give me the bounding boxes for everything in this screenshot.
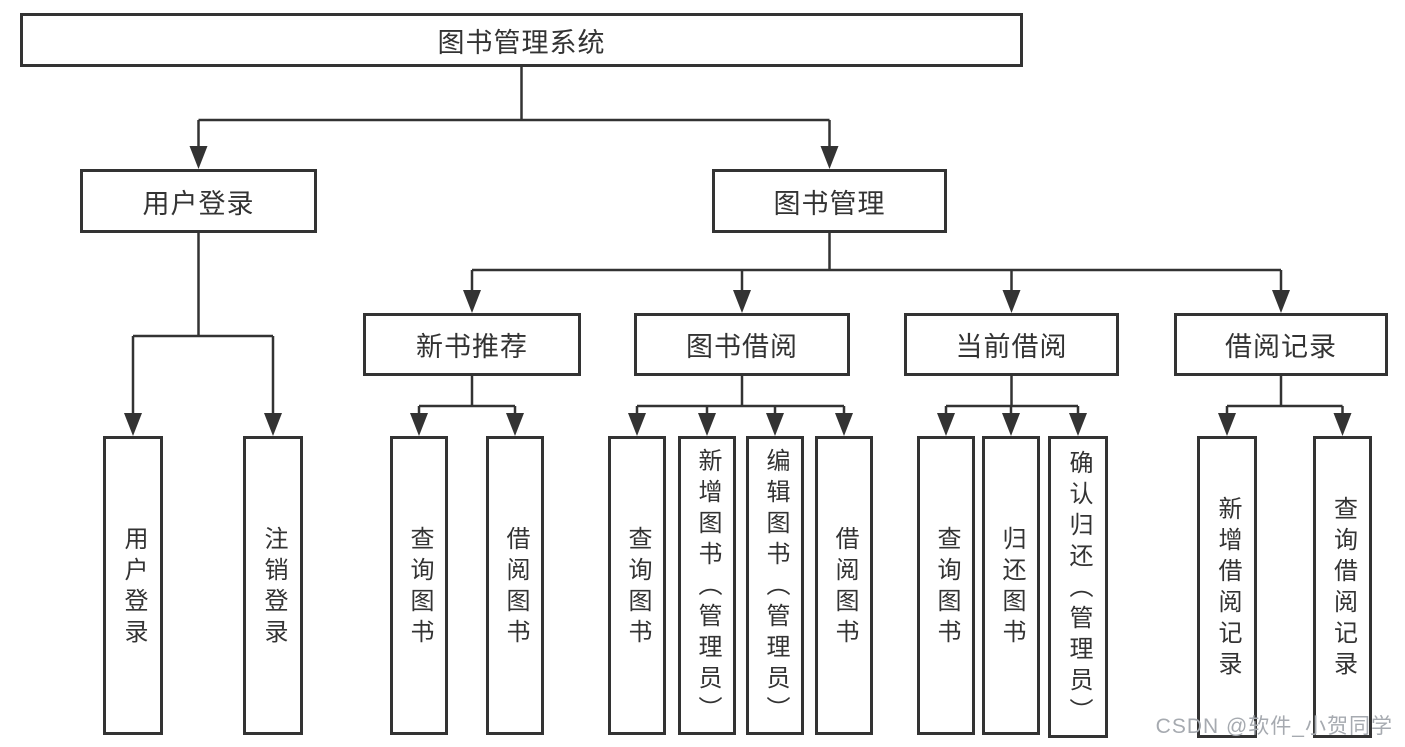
leaf-confirm-return-admin-label: 确认归还（管理员） — [1065, 449, 1092, 729]
node-user-login-label: 用户登录 — [142, 188, 255, 219]
node-system-root-label: 图书管理系统 — [437, 27, 606, 58]
leaf-user-login-label: 用户登录 — [120, 525, 147, 650]
leaf-borrow-books-borrow: 借阅图书 — [815, 436, 873, 735]
leaf-query-books-current-label: 查询图书 — [933, 525, 960, 650]
node-current-borrow: 当前借阅 — [904, 313, 1119, 376]
leaf-query-borrow-record: 查询借阅记录 — [1313, 436, 1372, 738]
leaf-return-books: 归还图书 — [982, 436, 1040, 735]
leaf-query-books-current: 查询图书 — [917, 436, 975, 735]
node-user-login: 用户登录 — [80, 169, 317, 233]
node-borrow-records: 借阅记录 — [1174, 313, 1388, 376]
leaf-add-borrow-record-label: 新增借阅记录 — [1214, 496, 1241, 682]
node-current-borrow-label: 当前借阅 — [955, 332, 1068, 362]
leaf-logout-label: 注销登录 — [260, 525, 287, 650]
leaf-confirm-return-admin: 确认归还（管理员） — [1048, 436, 1108, 738]
leaf-query-books-borrow: 查询图书 — [608, 436, 666, 735]
leaf-query-books-recommend: 查询图书 — [390, 436, 448, 735]
node-new-book-recommend: 新书推荐 — [363, 313, 581, 376]
node-book-borrow-label: 图书借阅 — [686, 332, 798, 362]
leaf-query-books-borrow-label: 查询图书 — [624, 525, 651, 650]
leaf-add-borrow-record: 新增借阅记录 — [1197, 436, 1257, 738]
node-book-management: 图书管理 — [712, 169, 947, 233]
leaf-borrow-books-recommend: 借阅图书 — [486, 436, 544, 735]
watermark: CSDN @软件_小贺同学 — [1155, 715, 1393, 738]
leaf-logout: 注销登录 — [243, 436, 303, 735]
leaf-query-books-recommend-label: 查询图书 — [406, 525, 433, 650]
leaf-edit-book-admin-label: 编辑图书（管理员） — [762, 448, 789, 727]
leaf-return-books-label: 归还图书 — [998, 525, 1025, 650]
leaf-borrow-books-borrow-label: 借阅图书 — [831, 525, 858, 650]
leaf-add-book-admin-label: 新增图书（管理员） — [694, 448, 721, 727]
node-system-root: 图书管理系统 — [20, 13, 1023, 67]
leaf-borrow-books-recommend-label: 借阅图书 — [502, 525, 529, 650]
leaf-user-login: 用户登录 — [103, 436, 163, 735]
node-book-borrow: 图书借阅 — [634, 313, 850, 376]
leaf-add-book-admin: 新增图书（管理员） — [678, 436, 736, 735]
leaf-edit-book-admin: 编辑图书（管理员） — [746, 436, 804, 735]
node-borrow-records-label: 借阅记录 — [1225, 332, 1337, 362]
leaf-query-borrow-record-label: 查询借阅记录 — [1329, 496, 1357, 682]
node-new-book-recommend-label: 新书推荐 — [416, 332, 528, 362]
node-book-management-label: 图书管理 — [773, 188, 886, 219]
